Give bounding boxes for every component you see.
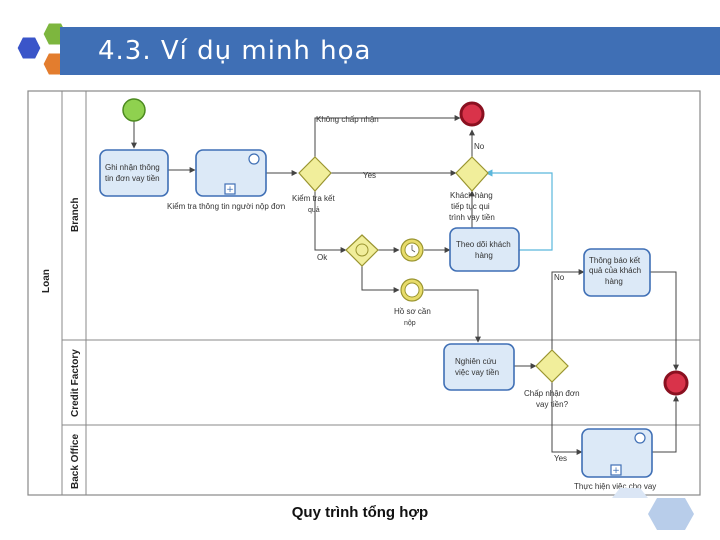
end-event-final	[663, 370, 689, 396]
task-notify-result-label-2: quả của khách	[589, 266, 641, 275]
task-research-loan	[443, 343, 515, 391]
task-research-loan-label-1: Nghiên cứu	[455, 357, 496, 366]
message-event-inner	[404, 282, 420, 298]
event-based-gateway-icon	[355, 243, 369, 257]
end-event-rejected	[459, 101, 485, 127]
flow-yes-execute	[551, 382, 583, 455]
task-monitor-customer-label-2: hàng	[475, 251, 493, 260]
gateway-approve-loan	[535, 349, 569, 383]
sequence-flows	[131, 115, 679, 455]
task-notify-result-label-1: Thông báo kết	[589, 256, 641, 265]
flow-ok	[314, 191, 347, 253]
task-research-loan-label-2: việc vay tiền	[455, 368, 499, 377]
task-check-info-label: Kiểm tra thông tin người nộp đơn	[167, 202, 285, 211]
flow-label-not-accepted: Không chấp nhận	[316, 115, 379, 124]
slide-title: 4.3. Ví dụ minh họa	[98, 36, 372, 66]
gateway-customer-continue-label-1: Khách hàng	[450, 191, 493, 200]
gateway-customer-continue	[455, 156, 489, 192]
subprocess-plus-glyph: +	[226, 185, 234, 195]
gateway-customer-continue-label-3: trình vay tiền	[449, 213, 495, 222]
task-monitor-customer	[449, 227, 520, 272]
clock-hands-icon	[411, 245, 416, 253]
title-bar	[60, 27, 720, 75]
subprocess-plus-glyph-2: +	[612, 466, 620, 476]
gateway-approve-loan-label-1: Chấp nhận đơn	[524, 389, 580, 398]
flow-no-notify	[551, 269, 585, 350]
flow-notify-to-end	[650, 271, 679, 371]
hexagon-light-right	[648, 498, 694, 530]
task-notify-result	[583, 248, 651, 297]
lane-label-back-office: Back Office	[70, 434, 81, 489]
pool-label: Loan	[41, 269, 52, 293]
task-receive-info	[99, 149, 169, 197]
flow-to-research	[424, 289, 481, 343]
task-check-info	[195, 149, 267, 197]
start-event	[122, 98, 146, 122]
task-notify-result-label-3: hàng	[605, 277, 623, 286]
diagram-caption: Quy trình tổng hợp	[291, 504, 429, 521]
task-receive-info-label-2: tin đơn vay tiền	[105, 174, 160, 183]
task-receive-info-label-1: Ghi nhận thông	[105, 163, 160, 172]
flow-execute-to-end	[652, 395, 679, 453]
task-execute-loan-event-icon	[634, 432, 646, 444]
flow-not-accepted	[314, 115, 461, 157]
gateway-check-result-label-2: quả	[308, 207, 320, 214]
flow-label-yes-1: Yes	[363, 171, 376, 180]
event-documents-label-1: Hồ sơ cần	[394, 307, 431, 316]
flow-to-documents	[361, 266, 400, 293]
flow-label-no-2: No	[554, 273, 565, 282]
gateway-customer-continue-label-2: tiếp tục qui	[451, 202, 490, 211]
gateway-event-based	[345, 234, 379, 267]
task-execute-loan-label: Thực hiện việc cho vay	[574, 482, 656, 491]
task-monitor-customer-label-1: Theo dõi khách	[456, 240, 511, 249]
flow-loop-back	[485, 169, 553, 251]
gateway-check-result	[298, 156, 332, 192]
task-execute-loan	[581, 428, 653, 478]
lane-label-branch: Branch	[70, 198, 81, 232]
hexagon-light-left	[612, 488, 648, 498]
flow-label-no-1: No	[474, 142, 485, 151]
subprocess-plus-icon-2	[610, 464, 622, 476]
subprocess-plus-icon	[224, 183, 236, 195]
lane-label-credit-factory: Credit Factory	[70, 349, 81, 417]
task-check-info-event-icon	[248, 153, 260, 165]
gateway-approve-loan-label-2: vay tiền?	[536, 400, 569, 409]
hexagon-blue	[14, 34, 44, 62]
flow-label-yes-2: Yes	[554, 454, 567, 463]
flow-label-ok: Ok	[317, 253, 328, 262]
event-documents-label-2: nộp	[404, 320, 416, 327]
gateway-check-result-label-1: Kiểm tra kết	[292, 194, 335, 203]
